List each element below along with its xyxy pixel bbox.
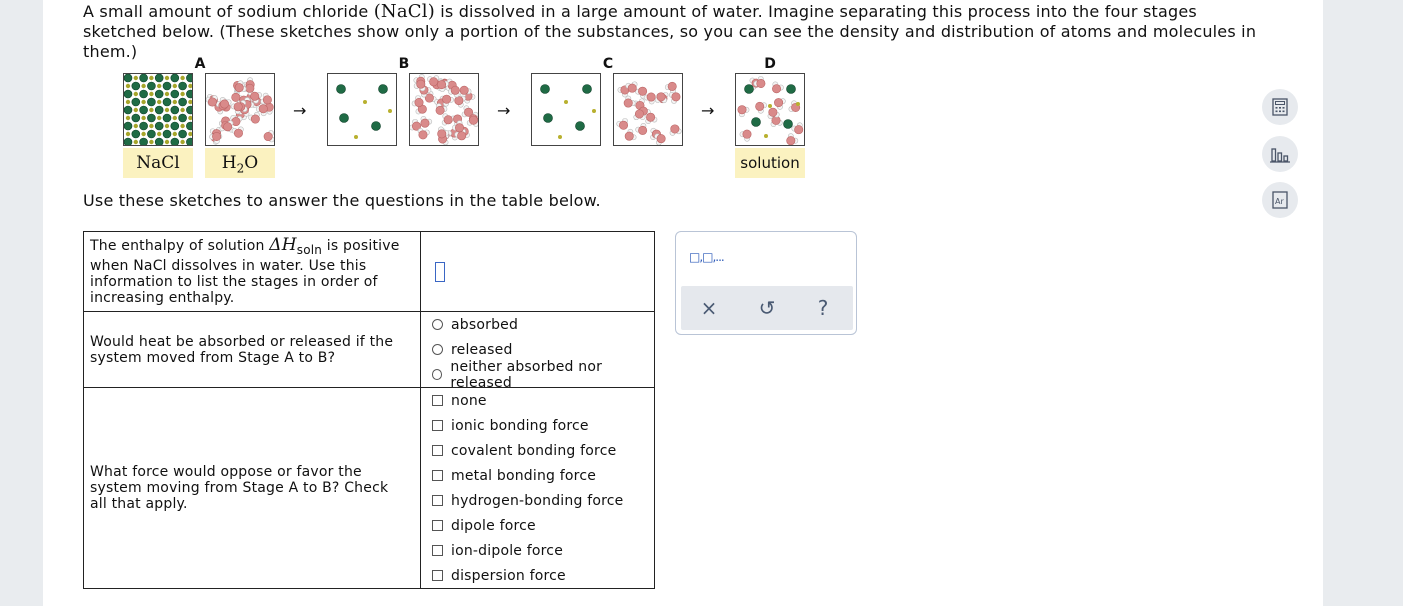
stage-d-solution-sketch (735, 73, 805, 146)
stage-c-ions-sketch (531, 73, 601, 146)
question-force-text: What force would oppose or favor the sys… (83, 387, 421, 589)
list-template-button[interactable]: □,□,... (689, 250, 725, 264)
answer-cell-heat: absorbed released neither absorbed nor r… (420, 311, 655, 391)
checkbox[interactable] (432, 570, 443, 581)
checkbox[interactable] (432, 470, 443, 481)
questions-table: The enthalpy of solution ΔHsoln is posit… (83, 231, 655, 589)
checkbox-option-ion-dipole[interactable]: ion-dipole force (421, 538, 654, 563)
h2o-label: H2O (205, 148, 275, 178)
answer-palette: □,□,... × ↺ ? (675, 231, 857, 335)
instructions-text: Use these sketches to answer the questio… (83, 191, 601, 210)
stage-label-c: C (602, 56, 614, 72)
arrow-c-d: → (701, 101, 715, 120)
checkbox[interactable] (432, 420, 443, 431)
solution-label: solution (735, 148, 805, 178)
svg-text:Ar: Ar (1275, 197, 1284, 206)
radio-button[interactable] (432, 344, 443, 355)
stage-label-d: D (764, 56, 776, 72)
checkbox-option-covalent[interactable]: covalent bonding force (421, 438, 654, 463)
clear-icon[interactable]: × (700, 296, 718, 320)
enthalpy-order-input[interactable] (435, 261, 445, 282)
answer-cell-enthalpy (420, 231, 655, 312)
stage-a-water-sketch (205, 73, 275, 146)
stage-label-a: A (194, 56, 206, 72)
radio-option-neither[interactable]: neither absorbed nor released (421, 359, 654, 391)
intro-part2: is dissolved in a large amount of water.… (83, 2, 1257, 61)
stage-b-ions-sketch (327, 73, 397, 146)
question-row-heat: Would heat be absorbed or released if th… (83, 311, 655, 391)
arrow-a-b: → (293, 101, 307, 120)
checkbox[interactable] (432, 445, 443, 456)
checkbox-option-dipole[interactable]: dipole force (421, 513, 654, 538)
question-row-force: What force would oppose or favor the sys… (83, 387, 655, 589)
nacl-formula: (NaCl) (373, 1, 435, 22)
palette-toolbar: × ↺ ? (681, 286, 853, 330)
checkbox-option-ionic[interactable]: ionic bonding force (421, 413, 654, 438)
radio-option-released[interactable]: released (421, 337, 654, 362)
checkbox-option-none[interactable]: none (421, 388, 654, 413)
calculator-icon[interactable] (1262, 89, 1298, 125)
help-icon[interactable]: ? (817, 296, 829, 320)
radio-button[interactable] (432, 369, 443, 380)
checkbox-option-dispersion[interactable]: dispersion force (421, 563, 654, 588)
nacl-label: NaCl (123, 148, 193, 178)
question-heat-text: Would heat be absorbed or released if th… (83, 311, 421, 388)
checkbox-option-metal[interactable]: metal bonding force (421, 463, 654, 488)
checkbox[interactable] (432, 395, 443, 406)
intro-part1: A small amount of sodium chloride (83, 2, 374, 21)
question-row-enthalpy: The enthalpy of solution ΔHsoln is posit… (83, 231, 655, 312)
question-enthalpy-text: The enthalpy of solution ΔHsoln is posit… (83, 231, 421, 312)
arrow-b-c: → (497, 101, 511, 120)
periodic-table-icon[interactable]: Ar (1262, 182, 1298, 218)
radio-button[interactable] (432, 319, 443, 330)
radio-option-absorbed[interactable]: absorbed (421, 312, 654, 337)
checkbox[interactable] (432, 545, 443, 556)
stage-b-water-sketch (409, 73, 479, 146)
question-panel: A small amount of sodium chloride (NaCl)… (43, 0, 1323, 606)
chart-icon[interactable] (1262, 136, 1298, 172)
stage-a-nacl-sketch (123, 73, 193, 146)
checkbox-option-hydrogen-bonding[interactable]: hydrogen-bonding force (421, 488, 654, 513)
intro-text: A small amount of sodium chloride (NaCl)… (83, 2, 1263, 62)
checkbox[interactable] (432, 520, 443, 531)
checkbox[interactable] (432, 495, 443, 506)
stage-label-b: B (398, 56, 410, 72)
stage-c-water-sketch (613, 73, 683, 146)
undo-icon[interactable]: ↺ (758, 296, 776, 320)
answer-cell-force: none ionic bonding force covalent bondin… (420, 387, 655, 589)
